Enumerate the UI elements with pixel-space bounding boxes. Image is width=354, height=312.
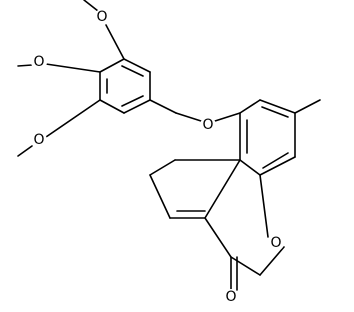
bond-line bbox=[17, 64, 33, 67]
bond-line bbox=[294, 99, 321, 114]
bond-line bbox=[230, 256, 261, 276]
atom-o-methoxy-bottom: O bbox=[31, 132, 47, 148]
bond-line bbox=[261, 106, 289, 118]
bond-line bbox=[123, 58, 151, 73]
bond-line bbox=[204, 217, 232, 258]
bond-line bbox=[99, 58, 125, 73]
bond-line bbox=[149, 174, 171, 219]
bond-line bbox=[99, 99, 125, 114]
bond-line bbox=[239, 99, 261, 114]
bond-line bbox=[123, 99, 151, 114]
bond-line bbox=[175, 112, 202, 122]
label-o-benzyl-ether: O bbox=[202, 117, 213, 133]
label-o-methoxy-bottom: O bbox=[33, 132, 44, 148]
bond-line bbox=[259, 156, 296, 176]
bond-line bbox=[259, 174, 269, 238]
bond-line bbox=[259, 246, 285, 276]
bond-line bbox=[45, 63, 101, 73]
bond-line bbox=[239, 159, 261, 176]
bond-line bbox=[262, 152, 289, 169]
label-o-methoxy-middle: O bbox=[33, 54, 44, 70]
bond-line bbox=[121, 65, 144, 77]
label-o-methoxy-top: O bbox=[96, 9, 107, 25]
label-o-carbonyl: O bbox=[225, 289, 236, 305]
atom-o-lactone-ring: O bbox=[268, 235, 284, 251]
bond-line bbox=[17, 145, 33, 157]
atom-o-methoxy-middle: O bbox=[31, 54, 47, 70]
atom-o-carbonyl: O bbox=[223, 289, 239, 305]
bond-line bbox=[214, 112, 241, 122]
bond-line bbox=[149, 99, 177, 114]
bond-line bbox=[105, 24, 125, 60]
bond-line bbox=[83, 0, 99, 12]
atom-o-benzyl-ether: O bbox=[200, 117, 216, 133]
atom-o-methoxy-top: O bbox=[94, 9, 110, 25]
bond-line bbox=[259, 99, 296, 114]
bond-line bbox=[121, 95, 144, 107]
label-o-lactone-ring: O bbox=[270, 235, 281, 251]
atom-labels: O O O O O O bbox=[31, 9, 284, 305]
bond-line bbox=[204, 159, 241, 219]
bond-line bbox=[45, 99, 101, 138]
bond-line bbox=[149, 159, 176, 176]
bond-lines bbox=[17, 0, 321, 291]
